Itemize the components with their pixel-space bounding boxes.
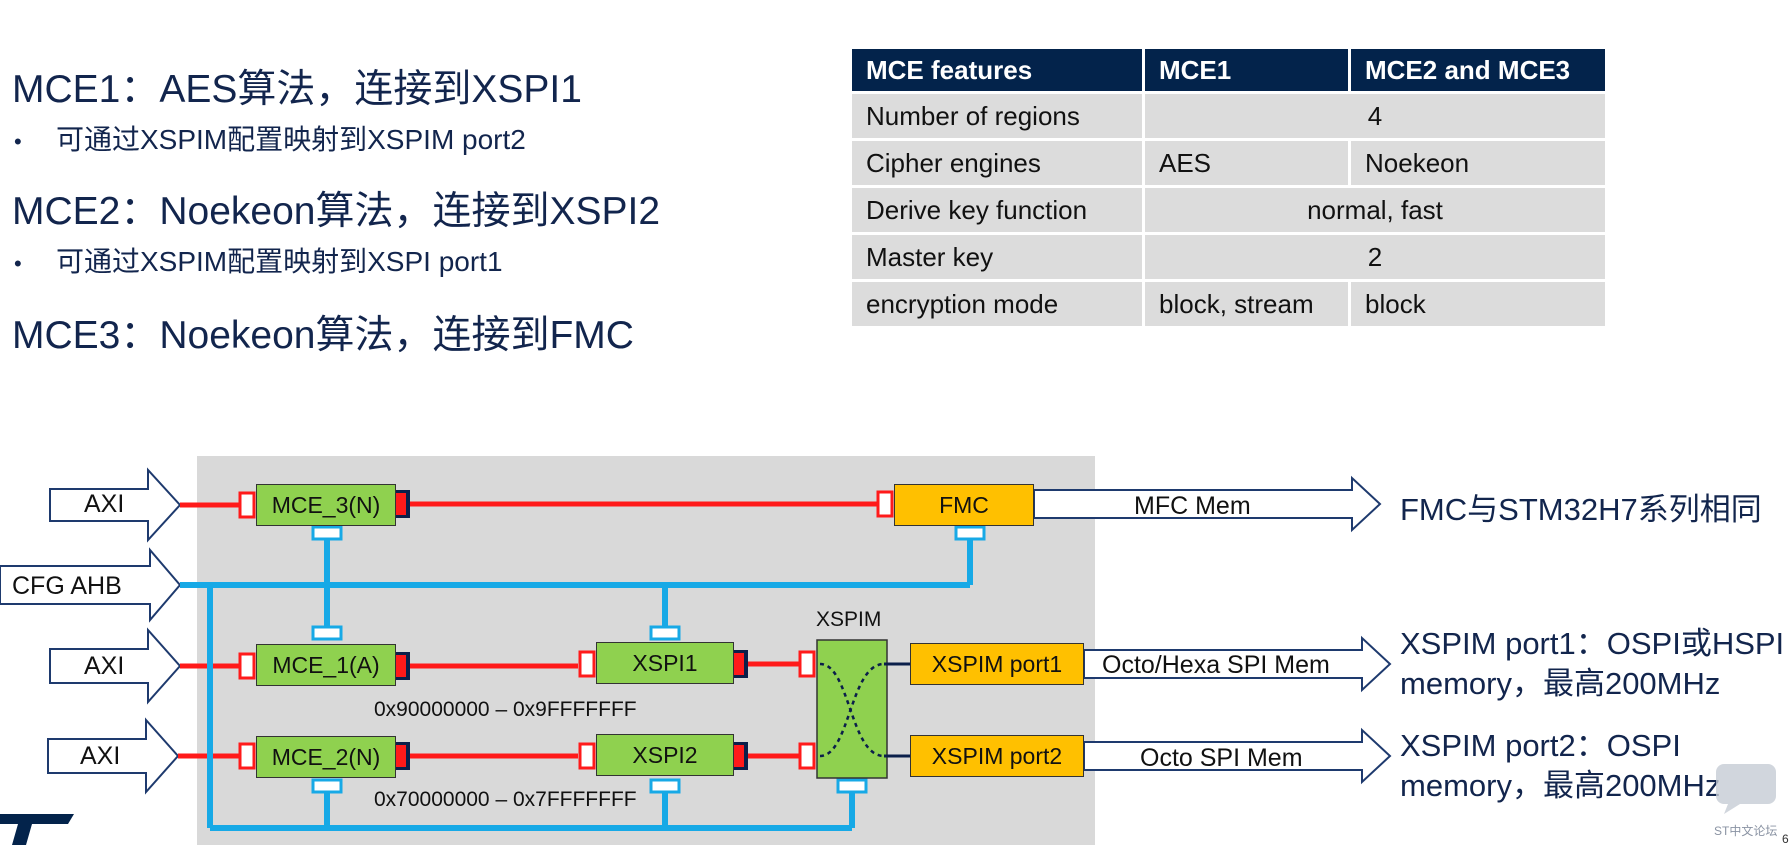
port2-output-label: Octo SPI Mem bbox=[1140, 744, 1303, 772]
value-cell: Noekeon bbox=[1351, 141, 1605, 185]
table-row: encryption mode block, stream block bbox=[852, 282, 1605, 326]
fmc-block: FMC bbox=[894, 484, 1034, 526]
mce1-bullet-text: 可通过XSPIM配置映射到XSPIM port2 bbox=[56, 124, 526, 155]
chat-bubble-icon bbox=[1716, 764, 1776, 814]
mce-features-table: MCE features MCE1 MCE2 and MCE3 Number o… bbox=[849, 46, 1608, 329]
axi3-label: AXI bbox=[80, 742, 121, 770]
mce2-heading: MCE2：Noekeon算法，连接到XSPI2 bbox=[12, 190, 661, 233]
mce3-block: MCE_3(N) bbox=[256, 484, 396, 526]
value-cell: normal, fast bbox=[1145, 188, 1605, 232]
table-header-row: MCE features MCE1 MCE2 and MCE3 bbox=[852, 49, 1605, 91]
addr-range-1: 0x90000000 – 0x9FFFFFFF bbox=[374, 698, 637, 721]
axi1-arrow bbox=[49, 467, 182, 543]
port2-note-line2: memory，最高200MHz bbox=[1400, 768, 1721, 803]
axi3-arrow bbox=[47, 717, 180, 795]
addr-range-2: 0x70000000 – 0x7FFFFFFF bbox=[374, 788, 637, 811]
feature-cell: Cipher engines bbox=[852, 141, 1142, 185]
value-cell: block, stream bbox=[1145, 282, 1348, 326]
value-cell: 4 bbox=[1145, 94, 1605, 138]
table-row: Derive key function normal, fast bbox=[852, 188, 1605, 232]
bullet-symbol: • bbox=[14, 129, 22, 154]
xspim-port-links bbox=[884, 662, 910, 758]
port1-output-label: Octo/Hexa SPI Mem bbox=[1102, 651, 1330, 679]
mce1-heading: MCE1：AES算法，连接到XSPI1 bbox=[12, 68, 582, 111]
feature-cell: Master key bbox=[852, 235, 1142, 279]
mce2-bullet-text: 可通过XSPIM配置映射到XSPI port1 bbox=[56, 246, 503, 277]
mce1-block: MCE_1(A) bbox=[256, 644, 396, 686]
port1-out-arrow bbox=[1083, 635, 1392, 693]
xspim-crossbar bbox=[819, 662, 885, 758]
value-cell: block bbox=[1351, 282, 1605, 326]
value-cell: 2 bbox=[1145, 235, 1605, 279]
axi2-label: AXI bbox=[84, 652, 125, 680]
blue-config-ports bbox=[311, 525, 986, 794]
port1-note-line2: memory，最高200MHz bbox=[1400, 666, 1721, 701]
xspi1-block: XSPI1 bbox=[596, 642, 734, 684]
xspi2-block: XSPI2 bbox=[596, 734, 734, 776]
red-output-ports bbox=[396, 490, 748, 770]
cfg-ahb-arrow bbox=[0, 547, 182, 623]
table-row: Cipher engines AES Noekeon bbox=[852, 141, 1605, 185]
value-cell: AES bbox=[1145, 141, 1348, 185]
xspim-port2-block: XSPIM port2 bbox=[910, 735, 1084, 777]
fmc-out-arrow bbox=[1033, 475, 1382, 533]
table-row: Number of regions 4 bbox=[852, 94, 1605, 138]
fmc-output-label: MFC Mem bbox=[1134, 492, 1251, 520]
port1-note-line1: XSPIM port1：OSPI或HSPI bbox=[1400, 626, 1785, 661]
table-header-cell: MCE2 and MCE3 bbox=[1351, 49, 1605, 91]
mce3-heading: MCE3：Noekeon算法，连接到FMC bbox=[12, 314, 634, 357]
port2-out-arrow bbox=[1083, 727, 1392, 785]
page-number: 6 bbox=[1782, 832, 1789, 846]
fmc-note: FMC与STM32H7系列相同 bbox=[1400, 492, 1762, 527]
feature-cell: Derive key function bbox=[852, 188, 1142, 232]
axi1-label: AXI bbox=[84, 490, 125, 518]
watermark-text: ST中文论坛 bbox=[1714, 824, 1778, 838]
xspim-label: XSPIM bbox=[816, 608, 882, 631]
table-row: Master key 2 bbox=[852, 235, 1605, 279]
feature-cell: encryption mode bbox=[852, 282, 1142, 326]
port2-note-line1: XSPIM port2：OSPI bbox=[1400, 728, 1681, 763]
table-header-cell: MCE1 bbox=[1145, 49, 1348, 91]
bullet-symbol: • bbox=[14, 251, 22, 276]
cfg-ahb-label: CFG AHB bbox=[12, 572, 122, 600]
cfg-ahb-bus bbox=[180, 537, 973, 831]
table-header-cell: MCE features bbox=[852, 49, 1142, 91]
xspim-port1-block: XSPIM port1 bbox=[910, 643, 1084, 685]
mce2-bullet: • 可通过XSPIM配置映射到XSPI port1 bbox=[14, 240, 503, 280]
mce2-block: MCE_2(N) bbox=[256, 736, 396, 778]
mce1-bullet: • 可通过XSPIM配置映射到XSPIM port2 bbox=[14, 118, 526, 158]
st-logo-icon bbox=[0, 814, 74, 845]
axi2-arrow bbox=[49, 627, 182, 705]
red-input-ports bbox=[238, 490, 894, 770]
feature-cell: Number of regions bbox=[852, 94, 1142, 138]
